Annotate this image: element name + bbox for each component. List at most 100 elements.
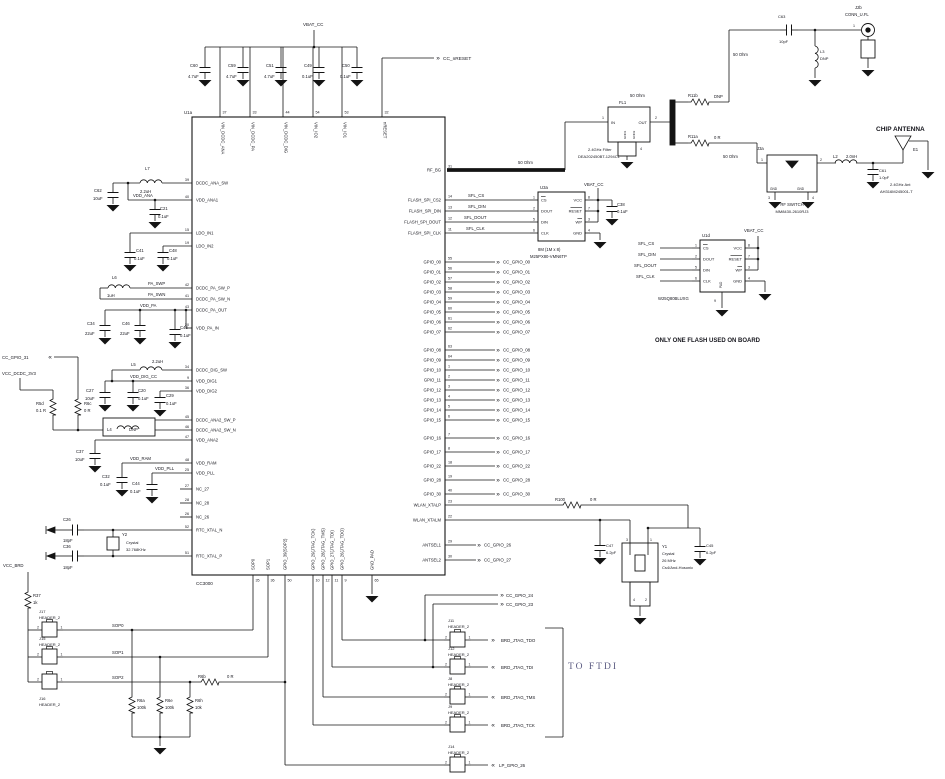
pin-number: 41 [185,294,189,298]
pin-number: 9 [187,376,189,380]
pin-name: FLASH_SPI_DOUT [404,220,441,225]
pin-number: 8 [748,244,750,248]
label-r11b: R11b [688,93,698,98]
pin-number: 7 [748,255,750,259]
pin-name: WP [736,268,743,273]
label-2-0nh: 2.0nH [846,154,857,159]
pin-number: 10 [316,579,320,583]
label-vdd-pa: VDD_PA [140,303,157,308]
label-l5: L5 [131,362,136,367]
junction-dot [138,308,142,312]
label-header-2: HEADER_2 [448,652,470,657]
label-vdd-dig-cc: VDD_DIG_CC [130,374,157,379]
pin-name: GPIO_03 [424,290,442,295]
label-c62: C62 [94,188,102,193]
net-label: CC_GPIO_13 [503,398,531,403]
symbol [785,160,799,169]
pin-number: 7 [588,207,590,211]
label-header-2: HEADER_2 [39,642,61,647]
label-c34: C34 [87,321,95,326]
pin-number: 14 [448,195,452,199]
label-10uf: 10uF [93,196,103,201]
pin-number: 1 [533,196,535,200]
label-r6h: R6h [195,698,203,703]
pin-number: 36 [271,579,275,583]
pin-name: RF_BG [427,168,441,173]
label-c36: C36 [63,544,71,549]
inductor-icon [139,179,163,184]
net-label: CC_GPIO_03 [503,290,531,295]
label-c60: C60 [190,63,198,68]
component-body [617,141,637,157]
label-r37: R37 [33,593,41,598]
net-arrow-icon: « [48,354,52,361]
label-r5d: R5d [36,401,44,406]
net-arrow-icon: » [496,417,500,424]
pin-number: 6 [695,277,697,281]
label-vcc-dcdc-3v3: VCC_DCDC_3V3 [2,371,37,376]
label-4-7uf: 4.7uF [188,74,199,79]
label-c50: C50 [342,63,350,68]
net-label: CC_GPIO_09 [503,358,531,363]
label-lp-gpio-26: LP_GPIO_26 [499,763,526,768]
pin-number: 43 [185,305,189,309]
label-10uf: 10uF [85,396,95,401]
label-sfl-cs: SFL_CS [468,193,484,198]
pin-name: GPIO_26(JTAG_TDO) [340,528,345,570]
ground-icon [145,497,159,504]
pin-number: 54 [316,111,320,115]
label-sop2: SOP2 [112,675,124,680]
label-sfl-dout: SFL_DOUT [634,263,657,268]
header-tab-icon [454,714,461,718]
pin-name: CS [541,198,547,203]
pin-number: 2 [445,761,447,765]
pin-number: 5 [448,405,450,409]
ground-icon [593,242,607,249]
net-label: CC_GPIO_16 [503,436,531,441]
junction-dot [153,198,157,202]
label-r6e: R6e [165,698,173,703]
ground-icon [921,172,935,179]
pin-number: 1 [469,663,471,667]
header-tab-icon [454,656,461,660]
label-1k: 1k [33,600,38,605]
net-label: CC_GPIO_05 [503,310,531,315]
net-label: CC_GPIO_26 [484,543,512,548]
flash-ic-body [537,191,586,242]
header-tab-icon [454,686,461,690]
label-c42: C42 [180,325,188,330]
inductor-icon [107,284,131,289]
pin-name: nRESET [383,122,388,139]
junction-dot [173,308,177,312]
label-ah316m245001-t: AH316M245001-T [880,189,913,194]
pin-name: RESET [569,209,583,214]
pin-number: 27 [185,484,189,488]
pin-number: 63 [448,345,452,349]
pin-number: 6 [533,229,535,233]
net-label: CC_GPIO_27 [484,558,512,563]
label-2: 2 [820,158,822,162]
label-2: 2 [645,598,647,602]
label-vbat-cc: VBAT_CC [584,182,604,187]
pin-name: VCC [734,246,743,251]
main-ic-body [191,116,446,576]
label-gnd: GND [797,187,805,191]
net-arrow-icon: » [496,309,500,316]
pin-number: 3 [748,266,750,270]
junction-dot [598,518,602,522]
symbol [45,552,56,560]
pin-name: GPIO_22 [424,464,442,469]
label-c48: C48 [169,248,177,253]
label-y1: Y1 [662,544,668,549]
label-100k: 100k [165,705,175,710]
net-arrow-icon: » [477,557,481,564]
label-rf-switch: RF SWITCH [780,202,803,207]
label-50-ohm: 50 Ohm [723,154,738,159]
label-c32: C32 [102,474,110,479]
pin-name: VDD_ANA2 [196,438,219,443]
pin-name: VIN_DCDC_PA [251,122,256,151]
flash-ic-body [699,239,746,293]
pin-name: GPIO_30 [424,492,442,497]
pin-name: GPIO_06 [424,320,442,325]
label-0-1uf: 0.1uF [158,214,169,219]
